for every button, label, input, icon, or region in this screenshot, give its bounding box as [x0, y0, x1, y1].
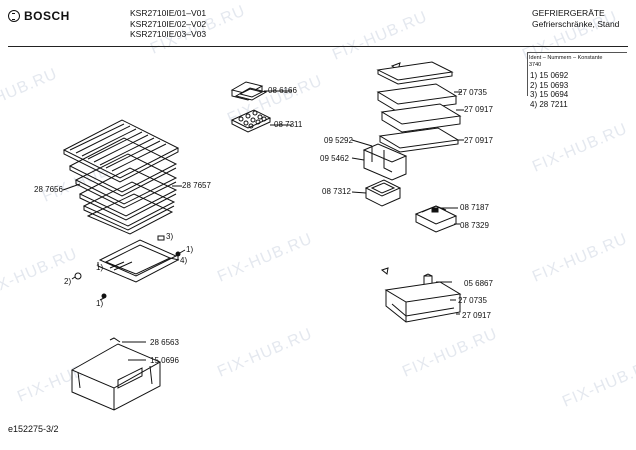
door-rack-drawing	[376, 61, 462, 153]
part-label: 08 7187	[460, 203, 489, 212]
ident-code: 3) 15 0694	[530, 90, 569, 100]
ident-code-list: 1) 15 0692 2) 15 0693 3) 15 0694 4) 28 7…	[530, 71, 568, 110]
ident-code: 2) 15 0693	[530, 80, 569, 90]
ident-ref-label: 3)	[166, 232, 174, 241]
ident-divider	[527, 52, 627, 53]
small-box-drawing	[364, 179, 402, 207]
drawer-drawing	[70, 337, 162, 411]
model-list: KSR2710IE/01–V01 KSR2710IE/02–V02 KSR271…	[130, 8, 206, 40]
category-title: GEFRIERGERÄTE	[532, 8, 605, 18]
part-label: 28 7656	[34, 185, 63, 194]
wire-shelves-drawing	[62, 119, 180, 235]
part-label: 27 0735	[458, 296, 487, 305]
part-label: 05 6867	[464, 279, 493, 288]
brand-logo: BOSCH	[8, 9, 70, 23]
ident-vertical-rule	[527, 52, 528, 96]
glass-shelf-drawing	[97, 239, 179, 283]
category-subtitle: Gefrierschränke, Stand	[532, 18, 620, 29]
egg-tray-drawing	[230, 109, 272, 133]
part-label: 08 7329	[460, 221, 489, 230]
ident-code: 1) 15 0692	[530, 71, 569, 80]
bosch-logo-icon	[8, 10, 20, 22]
ident-ref-label: 1)	[96, 299, 104, 308]
lid-part-drawing	[230, 81, 268, 101]
model-line: KSR2710IE/02–V02	[130, 18, 207, 29]
ident-code: 4) 28 7211	[530, 100, 568, 110]
part-label: 27 0917	[464, 136, 493, 145]
part-label: 09 5462	[320, 154, 349, 163]
part-label: 08 7311	[274, 120, 303, 129]
part-label: 27 0917	[464, 105, 493, 114]
document-code: e152275-3/2	[8, 424, 59, 434]
part-label: 15 0696	[150, 356, 179, 365]
part-label: 27 0735	[458, 88, 487, 97]
brand-name: BOSCH	[24, 9, 70, 23]
part-label: 09 5292	[324, 136, 353, 145]
part-label: 28 6563	[150, 338, 179, 347]
ident-ref-label: 4)	[180, 256, 188, 265]
part-label: 08 7312	[322, 187, 351, 196]
ident-ref-label: 1)	[96, 263, 104, 272]
ident-constant: 3740	[529, 62, 542, 68]
header-divider	[8, 46, 628, 47]
ident-ref-label: 1)	[186, 245, 194, 254]
part-label: 08 6166	[268, 86, 297, 95]
category-block: GEFRIERGERÄTE Gefrierschränke, Stand	[532, 8, 619, 29]
ident-ref-label: 2)	[64, 277, 72, 286]
part-label: 27 0917	[462, 311, 491, 320]
model-line: KSR2710IE/01–V01	[130, 8, 207, 18]
bottle-holder-drawing	[362, 143, 408, 181]
butter-box-drawing	[414, 205, 458, 233]
part-label: 28 7657	[182, 181, 211, 190]
lower-rack-drawing	[380, 267, 462, 323]
ident-title: Ident – Nummern – Konstante	[529, 55, 603, 61]
model-line: KSR2710IE/03–V03	[130, 29, 207, 39]
